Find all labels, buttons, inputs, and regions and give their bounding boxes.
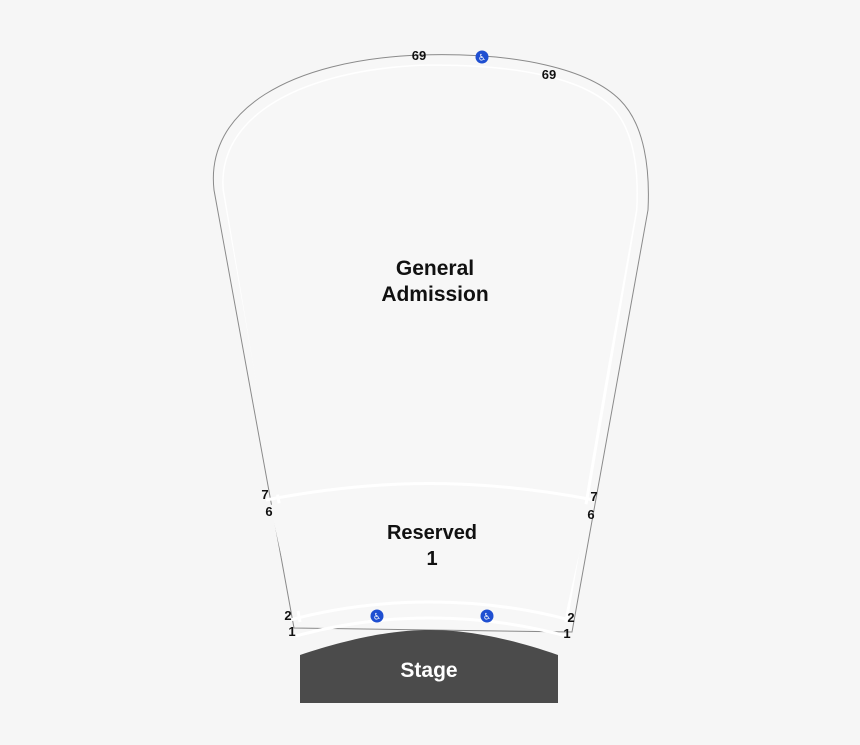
row-label-2-right: 2 [567, 610, 574, 625]
general-admission-label-line1: General [396, 257, 474, 280]
stage [300, 630, 558, 703]
row-label-7-right: 7 [590, 489, 597, 504]
general-admission-section[interactable] [223, 65, 637, 496]
wheelchair-icon: ♿ [475, 50, 489, 64]
front-row-band-lower [295, 616, 567, 638]
section-divider [265, 482, 595, 502]
svg-text:♿: ♿ [483, 613, 491, 623]
row-label-7-left: 7 [261, 487, 268, 502]
svg-text:♿: ♿ [478, 54, 486, 64]
row-label-1-right: 1 [563, 626, 570, 641]
wheelchair-icon: ♿ [480, 609, 494, 623]
row-label-69-right: 69 [542, 67, 556, 82]
reserved-section[interactable] [270, 489, 590, 612]
reserved-label-line1: Reserved [387, 522, 477, 544]
stage-label: Stage [400, 659, 457, 682]
row-label-69-left: 69 [412, 48, 426, 63]
front-row-band [289, 600, 571, 622]
row-label-6-right: 6 [587, 507, 594, 522]
row-label-2-left: 2 [284, 608, 291, 623]
wheelchair-icon: ♿ [370, 609, 384, 623]
reserved-label-line2: 1 [426, 548, 437, 570]
row-label-1-left: 1 [288, 624, 295, 639]
general-admission-label-line2: Admission [381, 283, 488, 306]
svg-text:♿: ♿ [373, 613, 381, 623]
row-label-6-left: 6 [265, 504, 272, 519]
